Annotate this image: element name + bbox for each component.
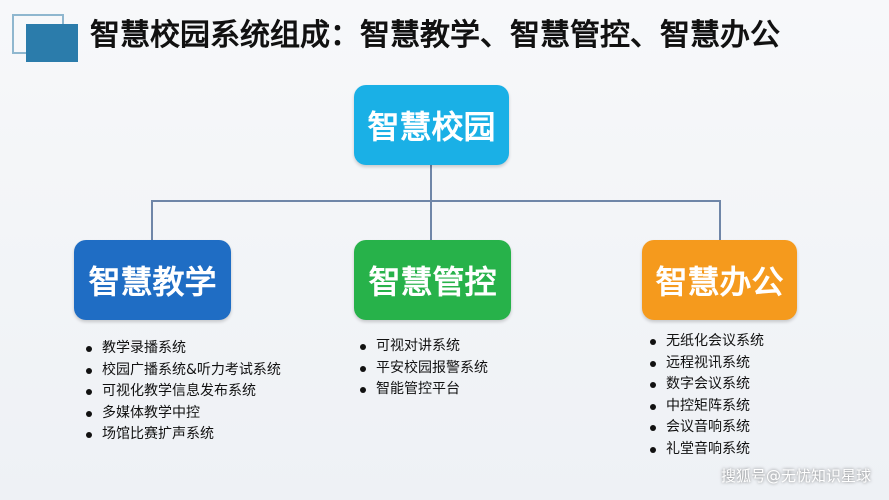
connector-left-down bbox=[151, 200, 153, 240]
branch-node-office: 智慧办公 bbox=[642, 240, 797, 320]
title-decoration-square bbox=[26, 24, 78, 62]
list-item: 远程视讯系统 bbox=[650, 353, 764, 375]
page-title: 智慧校园系统组成：智慧教学、智慧管控、智慧办公 bbox=[90, 18, 780, 53]
branch-node-teaching: 智慧教学 bbox=[74, 240, 231, 320]
list-item: 礼堂音响系统 bbox=[650, 439, 764, 461]
connector-root-down bbox=[430, 165, 432, 201]
list-item: 智能管控平台 bbox=[360, 379, 488, 401]
control-system-list: 可视对讲系统 平安校园报警系统 智能管控平台 bbox=[360, 336, 488, 401]
list-item: 可视对讲系统 bbox=[360, 336, 488, 358]
list-item: 无纸化会议系统 bbox=[650, 331, 764, 353]
list-item: 数字会议系统 bbox=[650, 374, 764, 396]
connector-horizontal bbox=[151, 200, 721, 202]
root-node: 智慧校园 bbox=[354, 85, 509, 165]
list-item: 多媒体教学中控 bbox=[86, 403, 281, 425]
list-item: 教学录播系统 bbox=[86, 338, 281, 360]
list-item: 平安校园报警系统 bbox=[360, 358, 488, 380]
list-item: 场馆比赛扩声系统 bbox=[86, 424, 281, 446]
watermark: 搜狐号@无忧知识星球 bbox=[720, 467, 871, 485]
connector-right-down bbox=[719, 200, 721, 240]
list-item: 会议音响系统 bbox=[650, 417, 764, 439]
teaching-system-list: 教学录播系统 校园广播系统&听力考试系统 可视化教学信息发布系统 多媒体教学中控… bbox=[86, 338, 281, 446]
list-item: 可视化教学信息发布系统 bbox=[86, 381, 281, 403]
branch-node-control: 智慧管控 bbox=[354, 240, 511, 320]
connector-center-down bbox=[430, 200, 432, 240]
list-item: 校园广播系统&听力考试系统 bbox=[86, 360, 281, 382]
list-item: 中控矩阵系统 bbox=[650, 396, 764, 418]
office-system-list: 无纸化会议系统 远程视讯系统 数字会议系统 中控矩阵系统 会议音响系统 礼堂音响… bbox=[650, 331, 764, 460]
